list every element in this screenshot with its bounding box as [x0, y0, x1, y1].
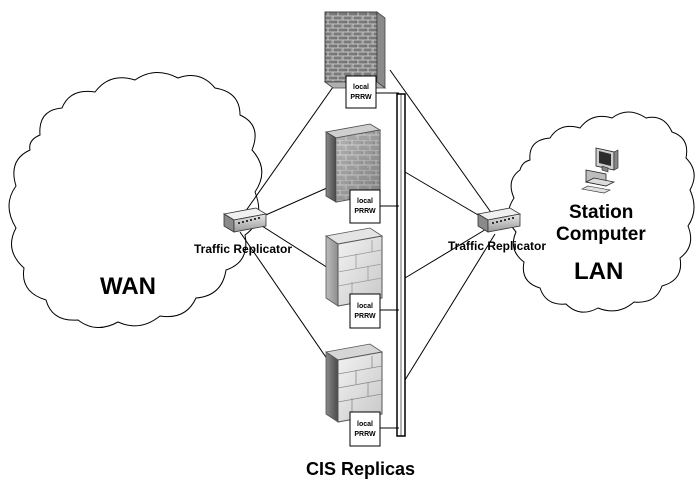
station-label-line1: Station [569, 202, 633, 223]
prrw-line1: local [353, 84, 369, 91]
firewall-icon [324, 123, 382, 203]
wan-cloud [8, 72, 263, 328]
cis-replica-2: local PRRW [324, 123, 382, 224]
cis-replica-4: local PRRW [324, 343, 384, 447]
left-replicator-label: Traffic Replicator [194, 242, 292, 256]
cis-replica-3: local PRRW [324, 227, 384, 329]
wan-label: WAN [100, 273, 156, 300]
left-traffic-replicator: Traffic Replicator [194, 207, 292, 256]
network-switch-icon [476, 207, 522, 233]
prrw-line2: PRRW [350, 94, 372, 101]
right-traffic-replicator: Traffic Replicator [448, 207, 546, 253]
firewall-icon [324, 227, 384, 307]
computer-icon [581, 147, 619, 194]
local-prrw-box [349, 293, 381, 329]
cis-replicas-label: CIS Replicas [306, 459, 415, 479]
local-prrw-box [349, 411, 381, 447]
lan-label: LAN [574, 258, 623, 285]
prrw-line2: PRRW [354, 431, 376, 438]
prrw-line1: local [357, 198, 373, 205]
lan-cloud [508, 111, 695, 313]
prrw-bus-links [374, 92, 399, 429]
network-switch-icon [222, 207, 268, 233]
right-replicator-label: Traffic Replicator [448, 239, 546, 253]
prrw-line1: local [357, 303, 373, 310]
prrw-line2: PRRW [354, 208, 376, 215]
right-links [389, 69, 496, 381]
local-prrw-box [349, 189, 381, 224]
prrw-line1: local [357, 421, 373, 428]
station-label-line2: Computer [556, 224, 646, 245]
prrw-line2: PRRW [354, 313, 376, 320]
firewall-icon [324, 343, 384, 423]
cis-replica-1: local PRRW [323, 11, 387, 109]
local-prrw-box [345, 75, 377, 109]
